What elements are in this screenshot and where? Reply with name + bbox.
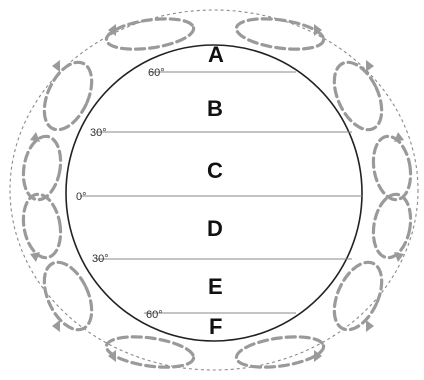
latitude-label: 30° <box>90 127 107 139</box>
circulation-cell-top-right <box>234 14 325 54</box>
arrowhead-icon <box>52 60 60 72</box>
circulation-cell-bottom-right <box>234 332 325 372</box>
arrowhead-icon <box>366 320 374 332</box>
zone-letter-a: A <box>208 42 224 67</box>
latitude-label: 30° <box>92 253 109 265</box>
latitude-label: 60° <box>146 309 163 321</box>
zone-letter-f: F <box>209 314 222 339</box>
latitude-label: 60° <box>148 67 165 79</box>
zone-letter-e: E <box>208 274 223 299</box>
latitude-label: 0° <box>76 191 87 203</box>
circulation-cell-left-2 <box>19 133 66 202</box>
circulation-cell-right-2 <box>369 133 416 202</box>
zone-letter-b: B <box>207 96 223 121</box>
circulation-cell-right-3 <box>369 191 416 260</box>
arrowhead-icon <box>52 320 60 332</box>
zone-letter-d: D <box>207 216 223 241</box>
circulation-cell-left-3 <box>19 191 66 260</box>
arrowhead-icon <box>366 60 374 72</box>
arrowhead-icon <box>30 132 40 142</box>
zone-letter-c: C <box>207 158 223 183</box>
